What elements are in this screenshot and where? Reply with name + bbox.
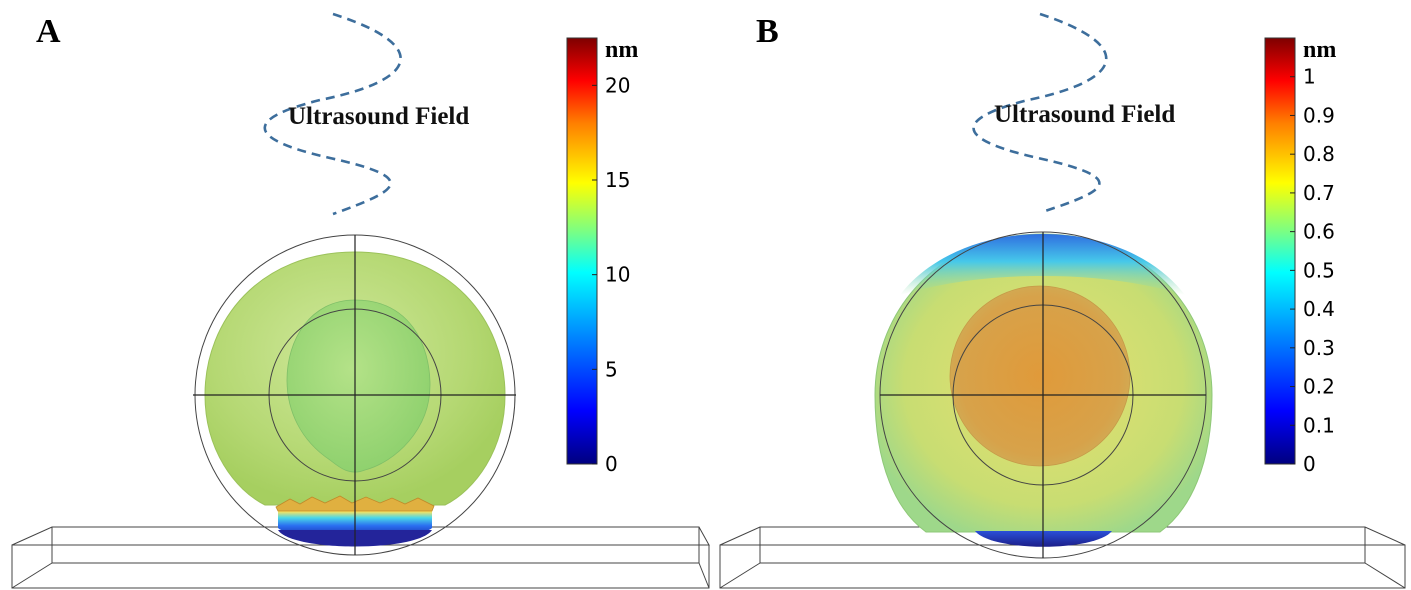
panel-b-colorbar-tick-label: 0.8 (1303, 142, 1335, 166)
panel-a-substrate (11, 526, 710, 589)
panel-b-colorbar-tick-label: 0.6 (1303, 220, 1335, 244)
panel-b-colorbar: nm 0 0.1 0.2 0.3 0.4 0.5 0.6 0.7 0.8 0.9 1 (1264, 37, 1336, 476)
panel-b-colorbar-tick-label: 0 (1303, 452, 1316, 476)
panel-b-field-label: Ultrasound Field (994, 101, 1175, 128)
panel-b-letter: B (756, 13, 779, 50)
panel-a-bubble (193, 234, 516, 556)
panel-a-colorbar-tick-label: 10 (605, 263, 630, 287)
panel-a-ultrasound-wave (263, 12, 402, 216)
panel-b-colorbar-tick-label: 0.9 (1303, 103, 1335, 127)
panel-a-colorbar-tick-label: 0 (605, 452, 618, 476)
panel-a-colorbar-tick-label: 5 (605, 357, 618, 381)
panel-b-colorbar-bar (1264, 37, 1296, 465)
panel-a-core (286, 299, 431, 473)
panel-a-colorbar: nm 0 5 10 15 20 (566, 37, 638, 476)
panel-a: A Ultrasound Field nm 0 5 10 15 20 (11, 12, 710, 589)
panel-b-colorbar-tick-label: 0.3 (1303, 336, 1335, 360)
panel-b-substrate (719, 526, 1406, 589)
panel-a-colorbar-ticks: 0 5 10 15 20 (592, 73, 630, 476)
panel-a-colorbar-bar (566, 37, 598, 465)
panel-b-colorbar-tick-label: 0.5 (1303, 258, 1335, 282)
panel-b-colorbar-tick-label: 0.2 (1303, 375, 1335, 399)
panel-b-colorbar-tick-label: 0.1 (1303, 413, 1335, 437)
panel-b-ultrasound-wave (972, 12, 1108, 214)
panel-a-field-label: Ultrasound Field (288, 103, 469, 130)
panel-b-bubble (874, 231, 1213, 559)
panel-b-colorbar-unit: nm (1303, 37, 1336, 63)
panel-a-colorbar-unit: nm (605, 37, 638, 63)
panel-b-colorbar-ticks: 0 0.1 0.2 0.3 0.4 0.5 0.6 0.7 0.8 0.9 1 (1290, 65, 1335, 476)
panel-a-letter: A (36, 13, 61, 50)
panel-a-colorbar-tick-label: 15 (605, 168, 630, 192)
panel-b-colorbar-tick-label: 1 (1303, 65, 1316, 89)
panel-b-core (949, 285, 1131, 467)
panel-b: B Ultrasound Field nm 0 0.1 0.2 0.3 0.4 0.5 0.… (719, 12, 1406, 589)
panel-a-colorbar-tick-label: 20 (605, 73, 630, 97)
panel-b-colorbar-tick-label: 0.7 (1303, 181, 1335, 205)
panel-b-colorbar-tick-label: 0.4 (1303, 297, 1335, 321)
